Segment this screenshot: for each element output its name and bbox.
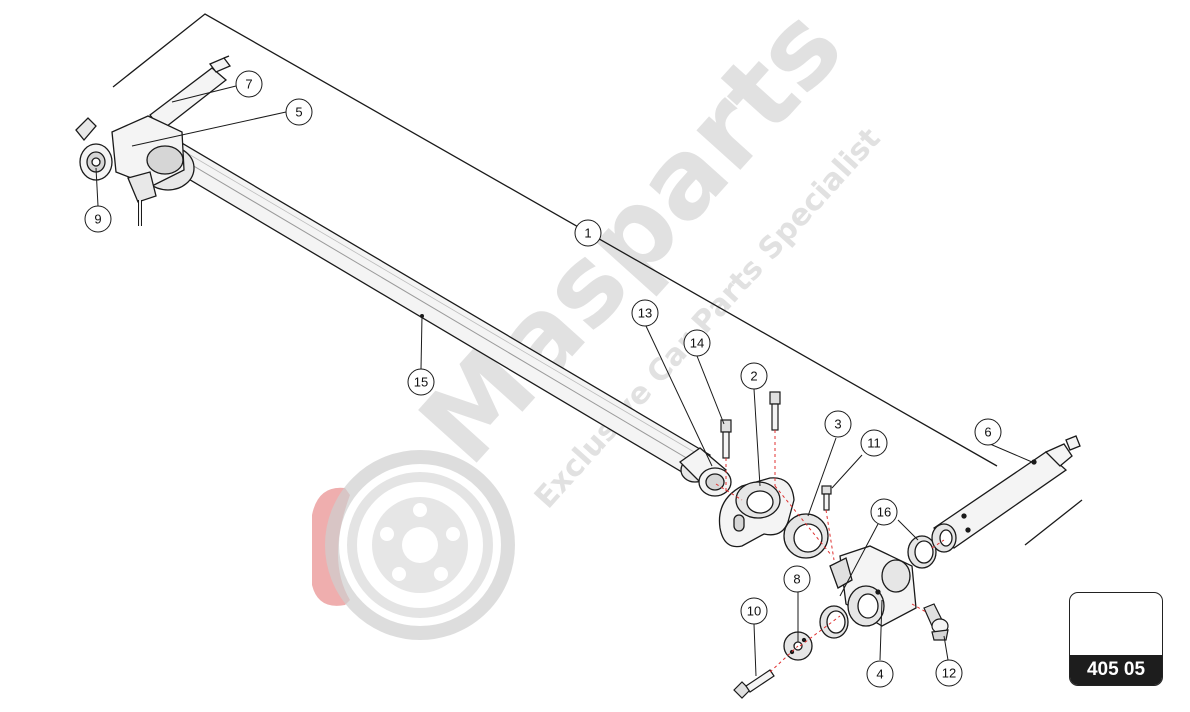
callout-15-label: 15 [414,375,428,390]
callout-14[interactable]: 14 [683,329,711,357]
callout-2[interactable]: 2 [740,362,768,390]
callout-16[interactable]: 16 [870,498,898,526]
part-5-left-housing [75,115,195,226]
part-14-bolt [720,419,732,459]
callout-6[interactable]: 6 [974,418,1002,446]
callout-3[interactable]: 3 [824,410,852,438]
callout-3-label: 3 [834,417,841,432]
part-12-bleed-valve [923,603,949,641]
assembly-bracket [112,13,1083,546]
shaft-center-point [420,314,424,318]
part-7-left-stub [149,55,232,131]
callout-5[interactable]: 5 [285,98,313,126]
assembly-guide-lines [715,430,945,673]
callout-12-label: 12 [942,666,956,681]
callout-16-label: 16 [877,505,891,520]
part-16-snap-ring-upper [907,535,937,569]
part-10-long-bolt [733,669,775,699]
callout-11-label: 11 [867,436,881,451]
callout-9[interactable]: 9 [84,205,112,233]
part-11-screw [821,485,832,511]
reference-code-box: 405 05 [1069,592,1163,686]
callouts: 1 2 3 4 5 6 7 8 [84,70,1002,688]
callout-9-label: 9 [94,212,101,227]
callout-7-label: 7 [245,77,252,92]
part-2-bolt [769,391,781,431]
callout-12[interactable]: 12 [935,659,963,687]
callout-10[interactable]: 10 [740,597,768,625]
part-9-left-cap [79,143,113,181]
callout-14-label: 14 [690,336,704,351]
callout-7[interactable]: 7 [235,70,263,98]
part-6-right-stub [931,435,1081,553]
callout-8-label: 8 [793,572,800,587]
callout-8[interactable]: 8 [783,565,811,593]
part-4-tee-housing [829,545,917,627]
callout-13[interactable]: 13 [631,299,659,327]
callout-1-label: 1 [584,226,591,241]
callout-2-label: 2 [750,369,757,384]
callout-5-label: 5 [295,105,302,120]
callout-1[interactable]: 1 [574,219,602,247]
callout-4[interactable]: 4 [866,660,894,688]
brake-disc-logo-icon [312,450,515,640]
callout-13-label: 13 [638,306,652,321]
callout-15[interactable]: 15 [407,368,435,396]
callout-6-label: 6 [984,425,991,440]
part-13-coupling [678,447,732,497]
leader-lines [95,85,1033,677]
part-16-snap-ring-lower [819,605,849,639]
callout-10-label: 10 [747,604,761,619]
part-2-clamp-bracket [718,477,795,548]
callout-4-label: 4 [876,667,883,682]
part-3-bushing [783,513,829,559]
callout-11[interactable]: 11 [860,429,888,457]
reference-code: 405 05 [1070,655,1162,685]
